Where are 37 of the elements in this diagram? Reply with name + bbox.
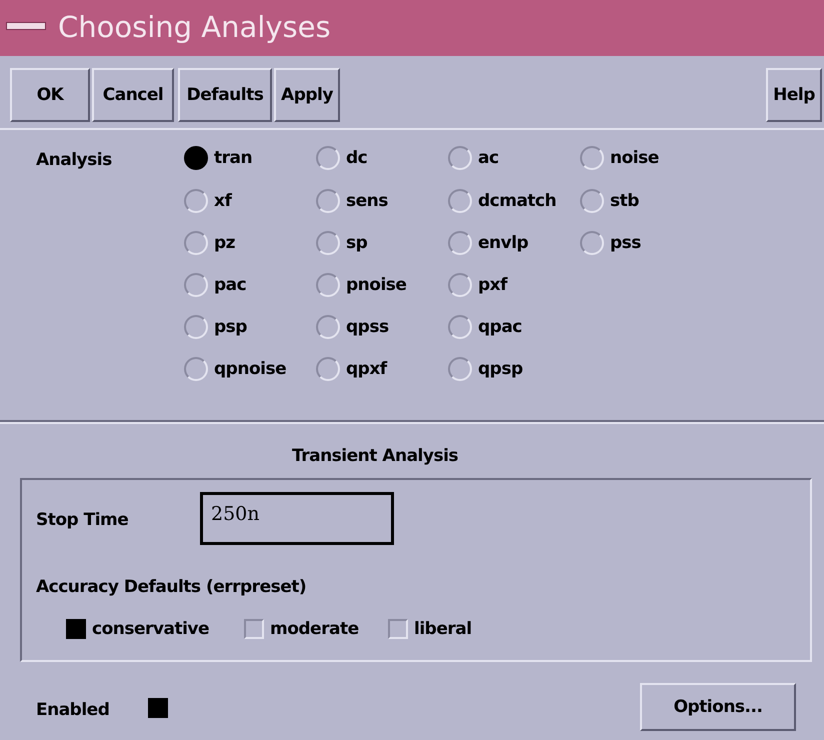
radio-option: qpxf: [316, 357, 387, 381]
radio-option: pnoise: [316, 273, 406, 297]
radio-option: qpsp: [448, 357, 523, 381]
radio-option: stb: [580, 189, 639, 213]
radio-option: pss: [580, 231, 641, 255]
field-label: Accuracy Defaults (errpreset): [36, 577, 306, 597]
field-label: Analysis: [36, 150, 112, 170]
checkbox-option: moderate: [244, 619, 359, 639]
button: Help: [766, 68, 822, 122]
radio-option: qpss: [316, 315, 389, 339]
radio-option: qpnoise: [184, 357, 286, 381]
button: Defaults: [178, 68, 272, 122]
radio-option: dc: [316, 146, 368, 170]
radio-option: noise: [580, 146, 659, 170]
button: Cancel: [92, 68, 174, 122]
radio-option: sp: [316, 231, 368, 255]
section-heading: Transient Analysis: [292, 446, 458, 466]
radio-option: pac: [184, 273, 246, 297]
radio-option: pz: [184, 231, 236, 255]
button: Apply: [274, 68, 340, 122]
radio-option: qpac: [448, 315, 522, 339]
field-label: Enabled: [36, 700, 110, 720]
radio-option: envlp: [448, 231, 528, 255]
checkbox-option: conservative: [66, 619, 210, 639]
radio-option: pxf: [448, 273, 508, 297]
radio-option: dcmatch: [448, 189, 556, 213]
radio-option: xf: [184, 189, 232, 213]
radio-option: sens: [316, 189, 388, 213]
checkbox-option: liberal: [388, 619, 472, 639]
field-label: Stop Time: [36, 510, 128, 530]
radio-option: ac: [448, 146, 499, 170]
radio-option: psp: [184, 315, 247, 339]
radio-option: tran: [184, 146, 252, 170]
input-field: 250n: [200, 492, 394, 545]
window-title: Choosing Analyses: [58, 10, 331, 44]
button: Options...: [640, 683, 796, 731]
button: OK: [10, 68, 90, 122]
